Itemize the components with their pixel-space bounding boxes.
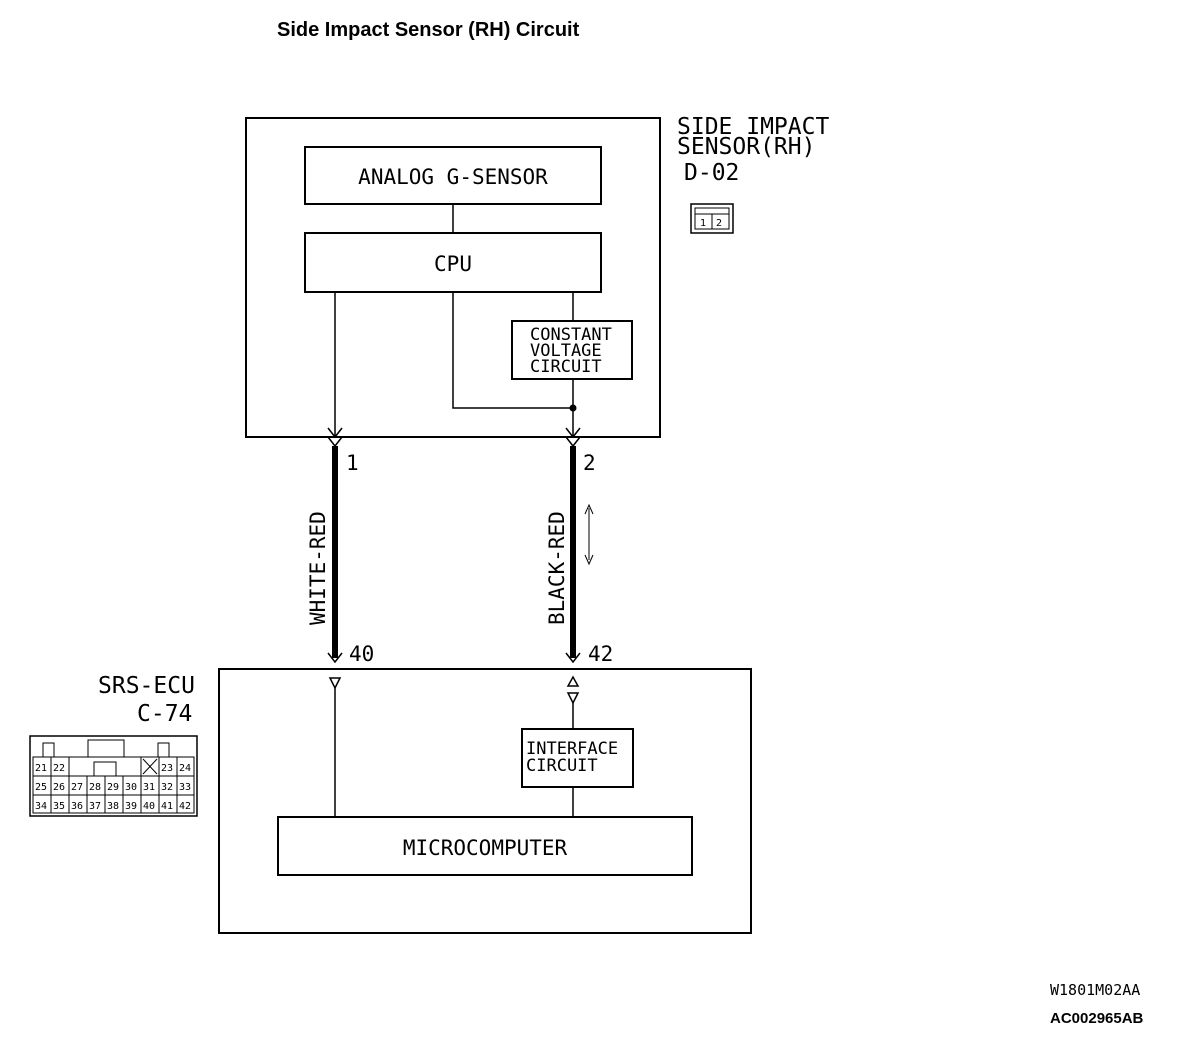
diagram-title: Side Impact Sensor (RH) Circuit xyxy=(277,19,580,41)
interface-circuit-block xyxy=(521,728,634,788)
ecu-pin: 35 xyxy=(53,801,65,812)
ecu-pin: 32 xyxy=(161,782,173,793)
figure-code-1: W1801M02AA xyxy=(1050,981,1140,999)
ecu-pin: 38 xyxy=(107,801,119,812)
ecu-terminal-42: 42 xyxy=(588,642,613,666)
wire-color-right: BLACK-RED xyxy=(545,511,569,625)
ecu-pin: 29 xyxy=(107,782,119,793)
ecu-pin: 31 xyxy=(143,782,155,793)
ecu-pin: 28 xyxy=(89,782,101,793)
bidirectional-arrow xyxy=(584,503,594,566)
ecu-connector-symbol: 21 22 23 24 25 26 27 28 29 30 31 32 33 3… xyxy=(29,735,198,817)
ecu-pin: 39 xyxy=(125,801,137,812)
ecu-pin: 36 xyxy=(71,801,83,812)
cpu-label: CPU xyxy=(434,252,472,276)
junction-dot xyxy=(569,404,577,412)
ecu-connector-id: C-74 xyxy=(137,701,192,727)
cv-label-line1: CONSTANT xyxy=(530,325,612,345)
ecu-box xyxy=(218,668,752,934)
sensor-terminal-1: 1 xyxy=(346,451,359,475)
ecu-pin: 27 xyxy=(71,782,83,793)
ecu-pin: 42 xyxy=(179,801,191,812)
sensor-name-line2: SENSOR(RH) xyxy=(677,134,815,160)
sensor-pin-2: 2 xyxy=(716,218,722,229)
ecu-terminal-40: 40 xyxy=(349,642,374,666)
ecu-pin: 34 xyxy=(35,801,47,812)
sensor-pin-1: 1 xyxy=(700,218,706,229)
ecu-pin: 26 xyxy=(53,782,65,793)
microcomputer-label: MICROCOMPUTER xyxy=(403,836,568,860)
ecu-pin: 30 xyxy=(125,782,137,793)
sensor-connector-symbol: 1 2 xyxy=(690,203,734,234)
microcomputer-block xyxy=(277,816,693,876)
ecu-pin: 33 xyxy=(179,782,191,793)
ecu-pin: 24 xyxy=(179,763,191,774)
ecu-pin: 40 xyxy=(143,801,155,812)
ecu-pin: 41 xyxy=(161,801,173,812)
figure-code-2: AC002965AB xyxy=(1050,1010,1144,1027)
cv-label-line3: CIRCUIT xyxy=(530,357,602,377)
wire-color-left: WHITE-RED xyxy=(306,511,330,625)
ecu-pin: 23 xyxy=(161,763,173,774)
interface-label-line1: INTERFACE xyxy=(526,739,618,759)
cv-label-line2: VOLTAGE xyxy=(530,341,602,361)
g-sensor-label: ANALOG G-SENSOR xyxy=(358,165,548,189)
sensor-name-line1: SIDE IMPACT xyxy=(677,114,829,140)
ecu-name: SRS-ECU xyxy=(98,673,195,699)
sensor-connector-id: D-02 xyxy=(684,160,739,186)
sensor-box xyxy=(245,117,661,438)
ecu-pin: 37 xyxy=(89,801,101,812)
ecu-pin: 22 xyxy=(53,763,65,774)
sensor-terminal-2: 2 xyxy=(583,451,596,475)
interface-label-line2: CIRCUIT xyxy=(526,756,598,776)
ecu-pin: 25 xyxy=(35,782,47,793)
ecu-pin: 21 xyxy=(35,763,47,774)
constant-voltage-block xyxy=(511,320,633,380)
